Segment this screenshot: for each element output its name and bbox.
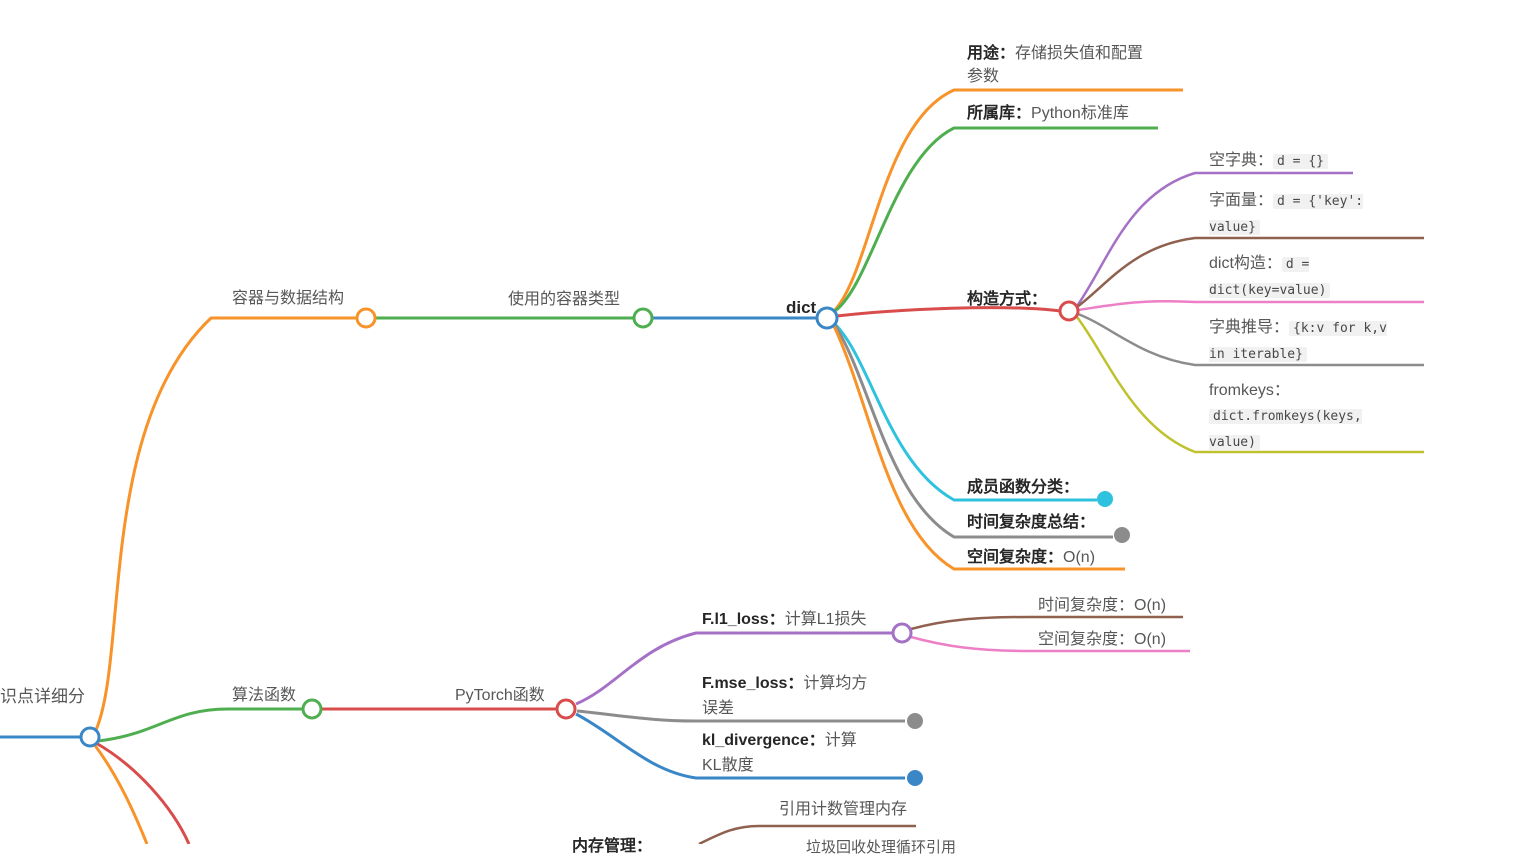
node-space-complexity[interactable]: 空间复杂度：O(n) bbox=[967, 547, 1095, 569]
node-literal-label: 字面量： bbox=[1209, 192, 1274, 209]
collapse-dot-mse-loss[interactable] bbox=[907, 713, 923, 729]
node-mse-loss[interactable]: F.mse_loss：计算均方误差 bbox=[702, 671, 872, 721]
branch-l1-time-line bbox=[910, 615, 1183, 631]
node-ref-counting-label: 引用计数管理内存 bbox=[779, 801, 908, 818]
branch-member-funcs-line bbox=[833, 322, 1097, 502]
branch-bottom-orange-line bbox=[92, 743, 149, 844]
node-usage-label: 用途： bbox=[967, 45, 1016, 62]
node-ref-counting[interactable]: 引用计数管理内存 bbox=[779, 799, 907, 821]
branch-l1-loss-line bbox=[575, 631, 893, 706]
node-kl-divergence-label: kl_divergence： bbox=[702, 732, 825, 749]
node-containers[interactable]: 容器与数据结构 bbox=[232, 288, 344, 310]
branch-empty-dict-line bbox=[1075, 171, 1353, 307]
collapse-dot-time-summary[interactable] bbox=[1114, 527, 1130, 543]
node-library[interactable]: 所属库：Python标准库 bbox=[967, 103, 1129, 125]
expand-handle-algorithms[interactable] bbox=[301, 698, 323, 720]
node-construction[interactable]: 构造方式： bbox=[967, 289, 1047, 311]
node-containers-label: 容器与数据结构 bbox=[232, 290, 345, 307]
branch-algorithms-line bbox=[97, 707, 303, 743]
node-root[interactable]: 识点详细分 bbox=[0, 686, 85, 708]
node-kl-divergence[interactable]: kl_divergence：计算KL散度 bbox=[702, 728, 872, 778]
collapse-dot-kl-divergence[interactable] bbox=[907, 770, 923, 786]
branch-library-line bbox=[834, 126, 1158, 313]
branch-construction-line bbox=[836, 306, 1061, 318]
node-l1-loss-label: F.l1_loss： bbox=[702, 611, 785, 628]
node-member-funcs-label: 成员函数分类： bbox=[967, 479, 1080, 496]
node-space-complexity-text: O(n) bbox=[1063, 549, 1096, 566]
expand-handle-pytorch[interactable] bbox=[555, 698, 577, 720]
expand-handle-container-type[interactable] bbox=[632, 307, 654, 329]
node-l1-space-text: O(n) bbox=[1134, 631, 1167, 648]
node-member-funcs[interactable]: 成员函数分类： bbox=[967, 477, 1079, 499]
branch-l1-space-line bbox=[910, 635, 1190, 653]
expand-handle-containers[interactable] bbox=[355, 307, 377, 329]
node-dict-label: dict bbox=[786, 298, 817, 317]
expand-handle-dict[interactable] bbox=[815, 306, 839, 330]
node-comprehension-label: 字典推导： bbox=[1209, 319, 1290, 336]
node-pytorch-label: PyTorch函数 bbox=[455, 687, 545, 704]
node-algorithms-label: 算法函数 bbox=[232, 687, 297, 704]
node-l1-time[interactable]: 时间复杂度：O(n) bbox=[1038, 595, 1166, 617]
branch-bottom-red-line bbox=[95, 741, 191, 844]
node-l1-time-label: 时间复杂度： bbox=[1038, 597, 1135, 614]
branch-literal-line bbox=[1076, 236, 1424, 309]
node-l1-loss-text: 计算L1损失 bbox=[784, 611, 867, 628]
node-root-label: 识点详细分 bbox=[0, 687, 85, 706]
node-literal[interactable]: 字面量：d = {'key': value} bbox=[1209, 188, 1389, 240]
branch-containers-line bbox=[94, 316, 358, 731]
branch-time-summary-line bbox=[833, 324, 1113, 539]
branch-fromkeys-line bbox=[1076, 316, 1424, 454]
node-usage-text: 存储损失值和配置参数 bbox=[967, 45, 1144, 85]
expand-handle-l1-loss[interactable] bbox=[891, 622, 913, 644]
branch-ref-counting-line bbox=[698, 824, 916, 844]
node-l1-space-label: 空间复杂度： bbox=[1038, 631, 1135, 648]
node-construction-label: 构造方式： bbox=[967, 291, 1048, 308]
branch-mse-loss-line bbox=[576, 709, 905, 723]
node-fromkeys[interactable]: fromkeys： dict.fromkeys(keys, value) bbox=[1209, 378, 1389, 455]
node-empty-dict-code: d = {} bbox=[1273, 154, 1328, 169]
node-mse-loss-text: 计算均方误差 bbox=[702, 675, 868, 717]
node-l1-space[interactable]: 空间复杂度：O(n) bbox=[1038, 629, 1166, 651]
branch-usage-line bbox=[833, 88, 1183, 311]
node-fromkeys-code: dict.fromkeys(keys, value) bbox=[1209, 409, 1362, 450]
node-dict-ctor[interactable]: dict构造：d = dict(key=value) bbox=[1209, 251, 1389, 303]
node-fromkeys-label: fromkeys： bbox=[1209, 382, 1290, 399]
node-time-summary[interactable]: 时间复杂度总结： bbox=[967, 512, 1095, 534]
branch-dict-ctor-line bbox=[1077, 299, 1424, 312]
node-kl-divergence-text: 计算KL散度 bbox=[702, 732, 857, 774]
node-pytorch[interactable]: PyTorch函数 bbox=[455, 685, 545, 707]
expand-handle-construction[interactable] bbox=[1058, 300, 1080, 322]
collapse-dot-member-funcs[interactable] bbox=[1097, 491, 1113, 507]
node-dict[interactable]: dict bbox=[786, 297, 816, 319]
node-mse-loss-label: F.mse_loss： bbox=[702, 675, 804, 692]
node-empty-dict[interactable]: 空字典：d = {} bbox=[1209, 148, 1389, 174]
node-usage[interactable]: 用途：存储损失值和配置参数 bbox=[967, 42, 1149, 88]
node-l1-time-text: O(n) bbox=[1134, 597, 1167, 614]
expand-handle-root[interactable] bbox=[79, 726, 101, 748]
branch-space-complexity-line bbox=[832, 325, 1125, 571]
node-container-type-label: 使用的容器类型 bbox=[508, 291, 621, 308]
branch-kl-divergence-line bbox=[575, 712, 905, 780]
branch-comprehension-line bbox=[1077, 312, 1424, 367]
node-gc-partial[interactable]: 垃圾回收处理循环引用 bbox=[806, 837, 956, 859]
node-container-type[interactable]: 使用的容器类型 bbox=[508, 289, 620, 311]
node-library-label: 所属库： bbox=[967, 105, 1032, 122]
node-algorithms[interactable]: 算法函数 bbox=[232, 685, 296, 707]
node-comprehension[interactable]: 字典推导：{k:v for k,v in iterable} bbox=[1209, 315, 1389, 367]
node-empty-dict-label: 空字典： bbox=[1209, 152, 1274, 169]
node-dict-ctor-label: dict构造： bbox=[1209, 255, 1282, 272]
node-time-summary-label: 时间复杂度总结： bbox=[967, 514, 1096, 531]
node-l1-loss[interactable]: F.l1_loss：计算L1损失 bbox=[702, 609, 867, 631]
node-library-text: Python标准库 bbox=[1031, 105, 1129, 122]
node-space-complexity-label: 空间复杂度： bbox=[967, 549, 1064, 566]
node-gc-partial-label: 垃圾回收处理循环引用 bbox=[806, 839, 957, 856]
node-memory-partial[interactable]: 内存管理： bbox=[572, 836, 652, 858]
node-memory-partial-label: 内存管理： bbox=[572, 838, 653, 855]
